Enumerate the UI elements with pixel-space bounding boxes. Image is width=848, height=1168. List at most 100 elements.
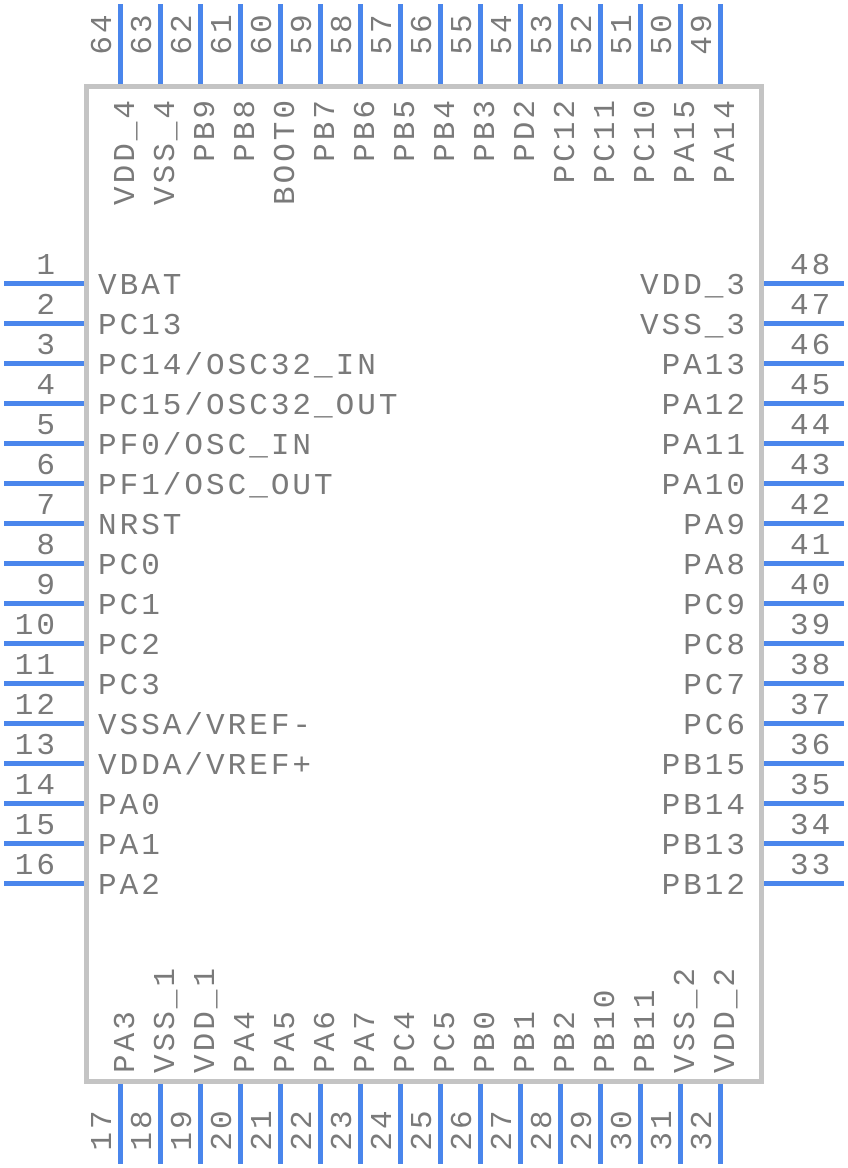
- pin-label: VSS_1: [149, 964, 184, 1073]
- pin-number: 5: [36, 409, 58, 444]
- pin-number: 27: [486, 1107, 521, 1151]
- pin-number: 57: [366, 11, 401, 55]
- pin-line: [598, 1084, 603, 1164]
- pin-number: 36: [790, 729, 834, 764]
- pin-line: [638, 1084, 643, 1164]
- pin-line: [764, 801, 844, 806]
- pin-line: [238, 1084, 243, 1164]
- pin-label: VDDA/VREF+: [98, 749, 315, 784]
- pin-label: PC11: [589, 97, 624, 184]
- pin-line: [318, 1084, 323, 1164]
- pin-label: PC14/OSC32_IN: [98, 349, 379, 384]
- pin-line: [764, 361, 844, 366]
- pin-line: [158, 4, 163, 84]
- pin-label: PB14: [661, 789, 748, 824]
- pin-number: 45: [790, 369, 834, 404]
- pin-label: VSS_2: [669, 964, 704, 1073]
- pin-label: PC10: [629, 97, 664, 184]
- pin-line: [764, 761, 844, 766]
- pin-label: PA14: [709, 97, 744, 184]
- pin-number: 50: [646, 11, 681, 55]
- pin-line: [358, 1084, 363, 1164]
- pin-label: PB2: [549, 1008, 584, 1073]
- pin-number: 12: [14, 689, 58, 724]
- pin-number: 23: [326, 1107, 361, 1151]
- pin-label: PB3: [469, 97, 504, 162]
- pin-label: PB6: [349, 97, 384, 162]
- pin-line: [518, 4, 523, 84]
- pin-number: 59: [286, 11, 321, 55]
- pin-number: 30: [606, 1107, 641, 1151]
- pin-number: 48: [790, 249, 834, 284]
- pin-label: PC7: [683, 669, 748, 704]
- pin-line: [4, 441, 84, 446]
- pin-label: PA1: [98, 829, 163, 864]
- pin-number: 38: [790, 649, 834, 684]
- pin-line: [4, 361, 84, 366]
- pin-line: [4, 321, 84, 326]
- pin-label: PA0: [98, 789, 163, 824]
- pin-number: 18: [126, 1107, 161, 1151]
- pin-label: PB9: [189, 97, 224, 162]
- pin-number: 31: [646, 1107, 681, 1151]
- pin-label: PB0: [469, 1008, 504, 1073]
- pin-line: [4, 761, 84, 766]
- pin-label: PA4: [229, 1008, 264, 1073]
- pin-number: 24: [366, 1107, 401, 1151]
- pin-number: 46: [790, 329, 834, 364]
- pin-line: [478, 4, 483, 84]
- pin-line: [478, 1084, 483, 1164]
- ic-body: [84, 84, 764, 1084]
- pin-line: [4, 841, 84, 846]
- pin-label: PA8: [683, 549, 748, 584]
- pin-number: 47: [790, 289, 834, 324]
- pin-number: 25: [406, 1107, 441, 1151]
- pin-number: 35: [790, 769, 834, 804]
- pin-number: 44: [790, 409, 834, 444]
- pin-label: PC13: [98, 309, 185, 344]
- pin-line: [764, 441, 844, 446]
- pin-number: 29: [566, 1107, 601, 1151]
- pin-line: [4, 721, 84, 726]
- pin-number: 54: [486, 11, 521, 55]
- pin-line: [198, 1084, 203, 1164]
- pin-line: [764, 641, 844, 646]
- pin-label: PC2: [98, 629, 163, 664]
- pin-label: PA3: [109, 1008, 144, 1073]
- pin-line: [764, 561, 844, 566]
- pin-label: PC3: [98, 669, 163, 704]
- pin-number: 15: [14, 809, 58, 844]
- pin-line: [438, 4, 443, 84]
- pin-label: PC4: [389, 1008, 424, 1073]
- pin-number: 37: [790, 689, 834, 724]
- pin-number: 32: [686, 1107, 721, 1151]
- pin-line: [764, 521, 844, 526]
- pin-line: [718, 1084, 723, 1164]
- pin-line: [764, 681, 844, 686]
- pin-line: [764, 281, 844, 286]
- pin-number: 64: [86, 11, 121, 55]
- pin-line: [764, 401, 844, 406]
- pin-number: 1: [36, 249, 58, 284]
- pin-line: [398, 4, 403, 84]
- pin-line: [358, 4, 363, 84]
- pin-label: PB12: [661, 869, 748, 904]
- pin-label: PC0: [98, 549, 163, 584]
- pin-line: [4, 521, 84, 526]
- pin-label: NRST: [98, 509, 185, 544]
- pin-number: 39: [790, 609, 834, 644]
- pin-line: [4, 281, 84, 286]
- pin-label: PB7: [309, 97, 344, 162]
- pin-number: 13: [14, 729, 58, 764]
- pin-label: PC6: [683, 709, 748, 744]
- pin-label: PB5: [389, 97, 424, 162]
- pin-number: 19: [166, 1107, 201, 1151]
- pin-number: 9: [36, 569, 58, 604]
- pin-number: 51: [606, 11, 641, 55]
- pin-label: VBAT: [98, 269, 185, 304]
- pin-number: 33: [790, 849, 834, 884]
- pin-number: 63: [126, 11, 161, 55]
- pin-number: 4: [36, 369, 58, 404]
- pin-line: [318, 4, 323, 84]
- pin-line: [278, 4, 283, 84]
